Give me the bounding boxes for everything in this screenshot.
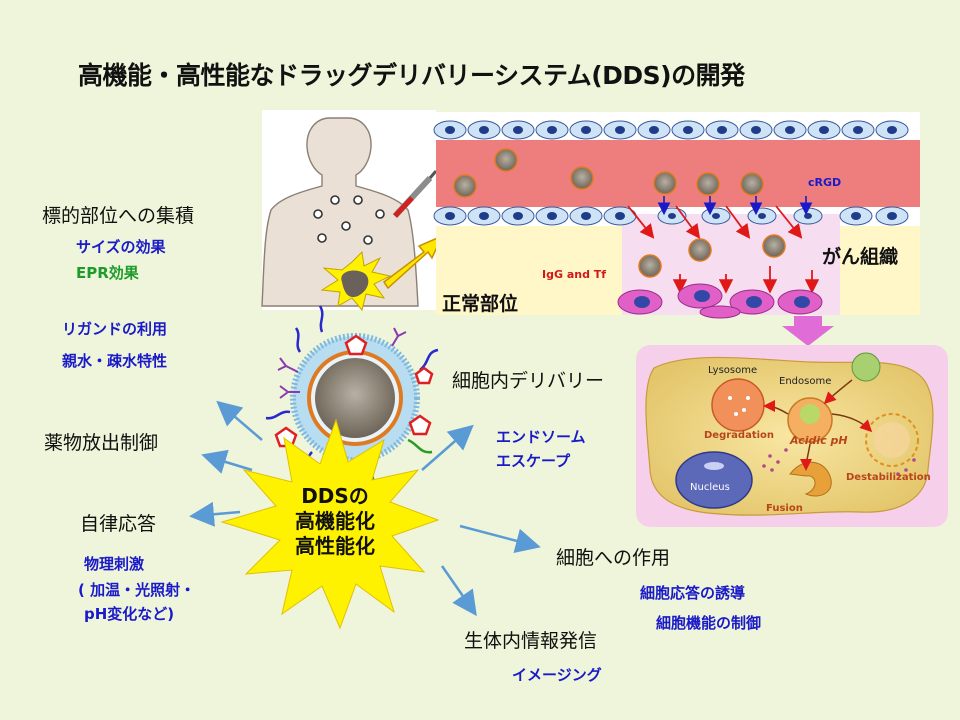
destabilization-label: Destabilization <box>846 472 931 483</box>
page-title: 高機能・高性能なドラッグデリバリーシステム(DDS)の開発 <box>78 61 745 90</box>
cancer-tissue-label: がん組織 <box>822 246 899 268</box>
cell-diagram-panel <box>636 345 948 527</box>
physical-stimulus-label: 物理刺激 <box>84 555 145 573</box>
stimulus-examples-line1: ( 加温・光照射・ <box>78 581 196 599</box>
heading-cell-action: 細胞への作用 <box>556 547 671 569</box>
heading-autonomous-response: 自律応答 <box>80 513 157 535</box>
lysosome-label: Lysosome <box>708 365 758 376</box>
size-effect-label: サイズの効果 <box>76 238 166 256</box>
hydrophilic-label: 親水・疎水特性 <box>62 352 168 370</box>
center-line1: DDSの <box>301 484 369 508</box>
stimulus-examples-line2: pH変化など) <box>84 605 175 623</box>
dds-nanoparticle <box>265 305 439 487</box>
ligand-use-label: リガンドの利用 <box>62 320 168 338</box>
nucleus-label: Nucleus <box>690 482 730 493</box>
blood-vessel-panel <box>433 112 920 346</box>
heading-intracellular-delivery: 細胞内デリバリー <box>452 370 605 392</box>
endosome-cell-label: Endosome <box>779 376 832 387</box>
igg-tf-label: IgG and Tf <box>542 268 607 281</box>
acidic-ph-label: Acidic pH <box>790 434 848 447</box>
heading-target-accumulation: 標的部位への集積 <box>42 205 195 227</box>
crgd-label: cRGD <box>808 176 842 189</box>
escape-label: エスケープ <box>496 452 571 470</box>
cell-function-label: 細胞機能の制御 <box>656 614 762 632</box>
center-line3: 高性能化 <box>295 534 375 558</box>
dds-starburst <box>220 418 440 630</box>
center-dds-text: DDSの 高機能化 高性能化 <box>270 484 400 559</box>
epr-effect-label: EPR効果 <box>76 264 139 282</box>
center-line2: 高機能化 <box>295 509 375 533</box>
direction-arrows <box>189 400 541 617</box>
heading-drug-release: 薬物放出制御 <box>44 432 159 454</box>
endosome-label: エンドソーム <box>496 428 586 446</box>
cell-response-label: 細胞応答の誘導 <box>640 584 746 602</box>
imaging-label: イメージング <box>512 666 602 684</box>
human-body-illustration <box>261 110 444 312</box>
heading-in-vivo-info: 生体内情報発信 <box>464 630 598 652</box>
normal-site-label: 正常部位 <box>442 293 519 315</box>
degradation-label: Degradation <box>704 430 775 441</box>
fusion-label: Fusion <box>766 503 803 514</box>
